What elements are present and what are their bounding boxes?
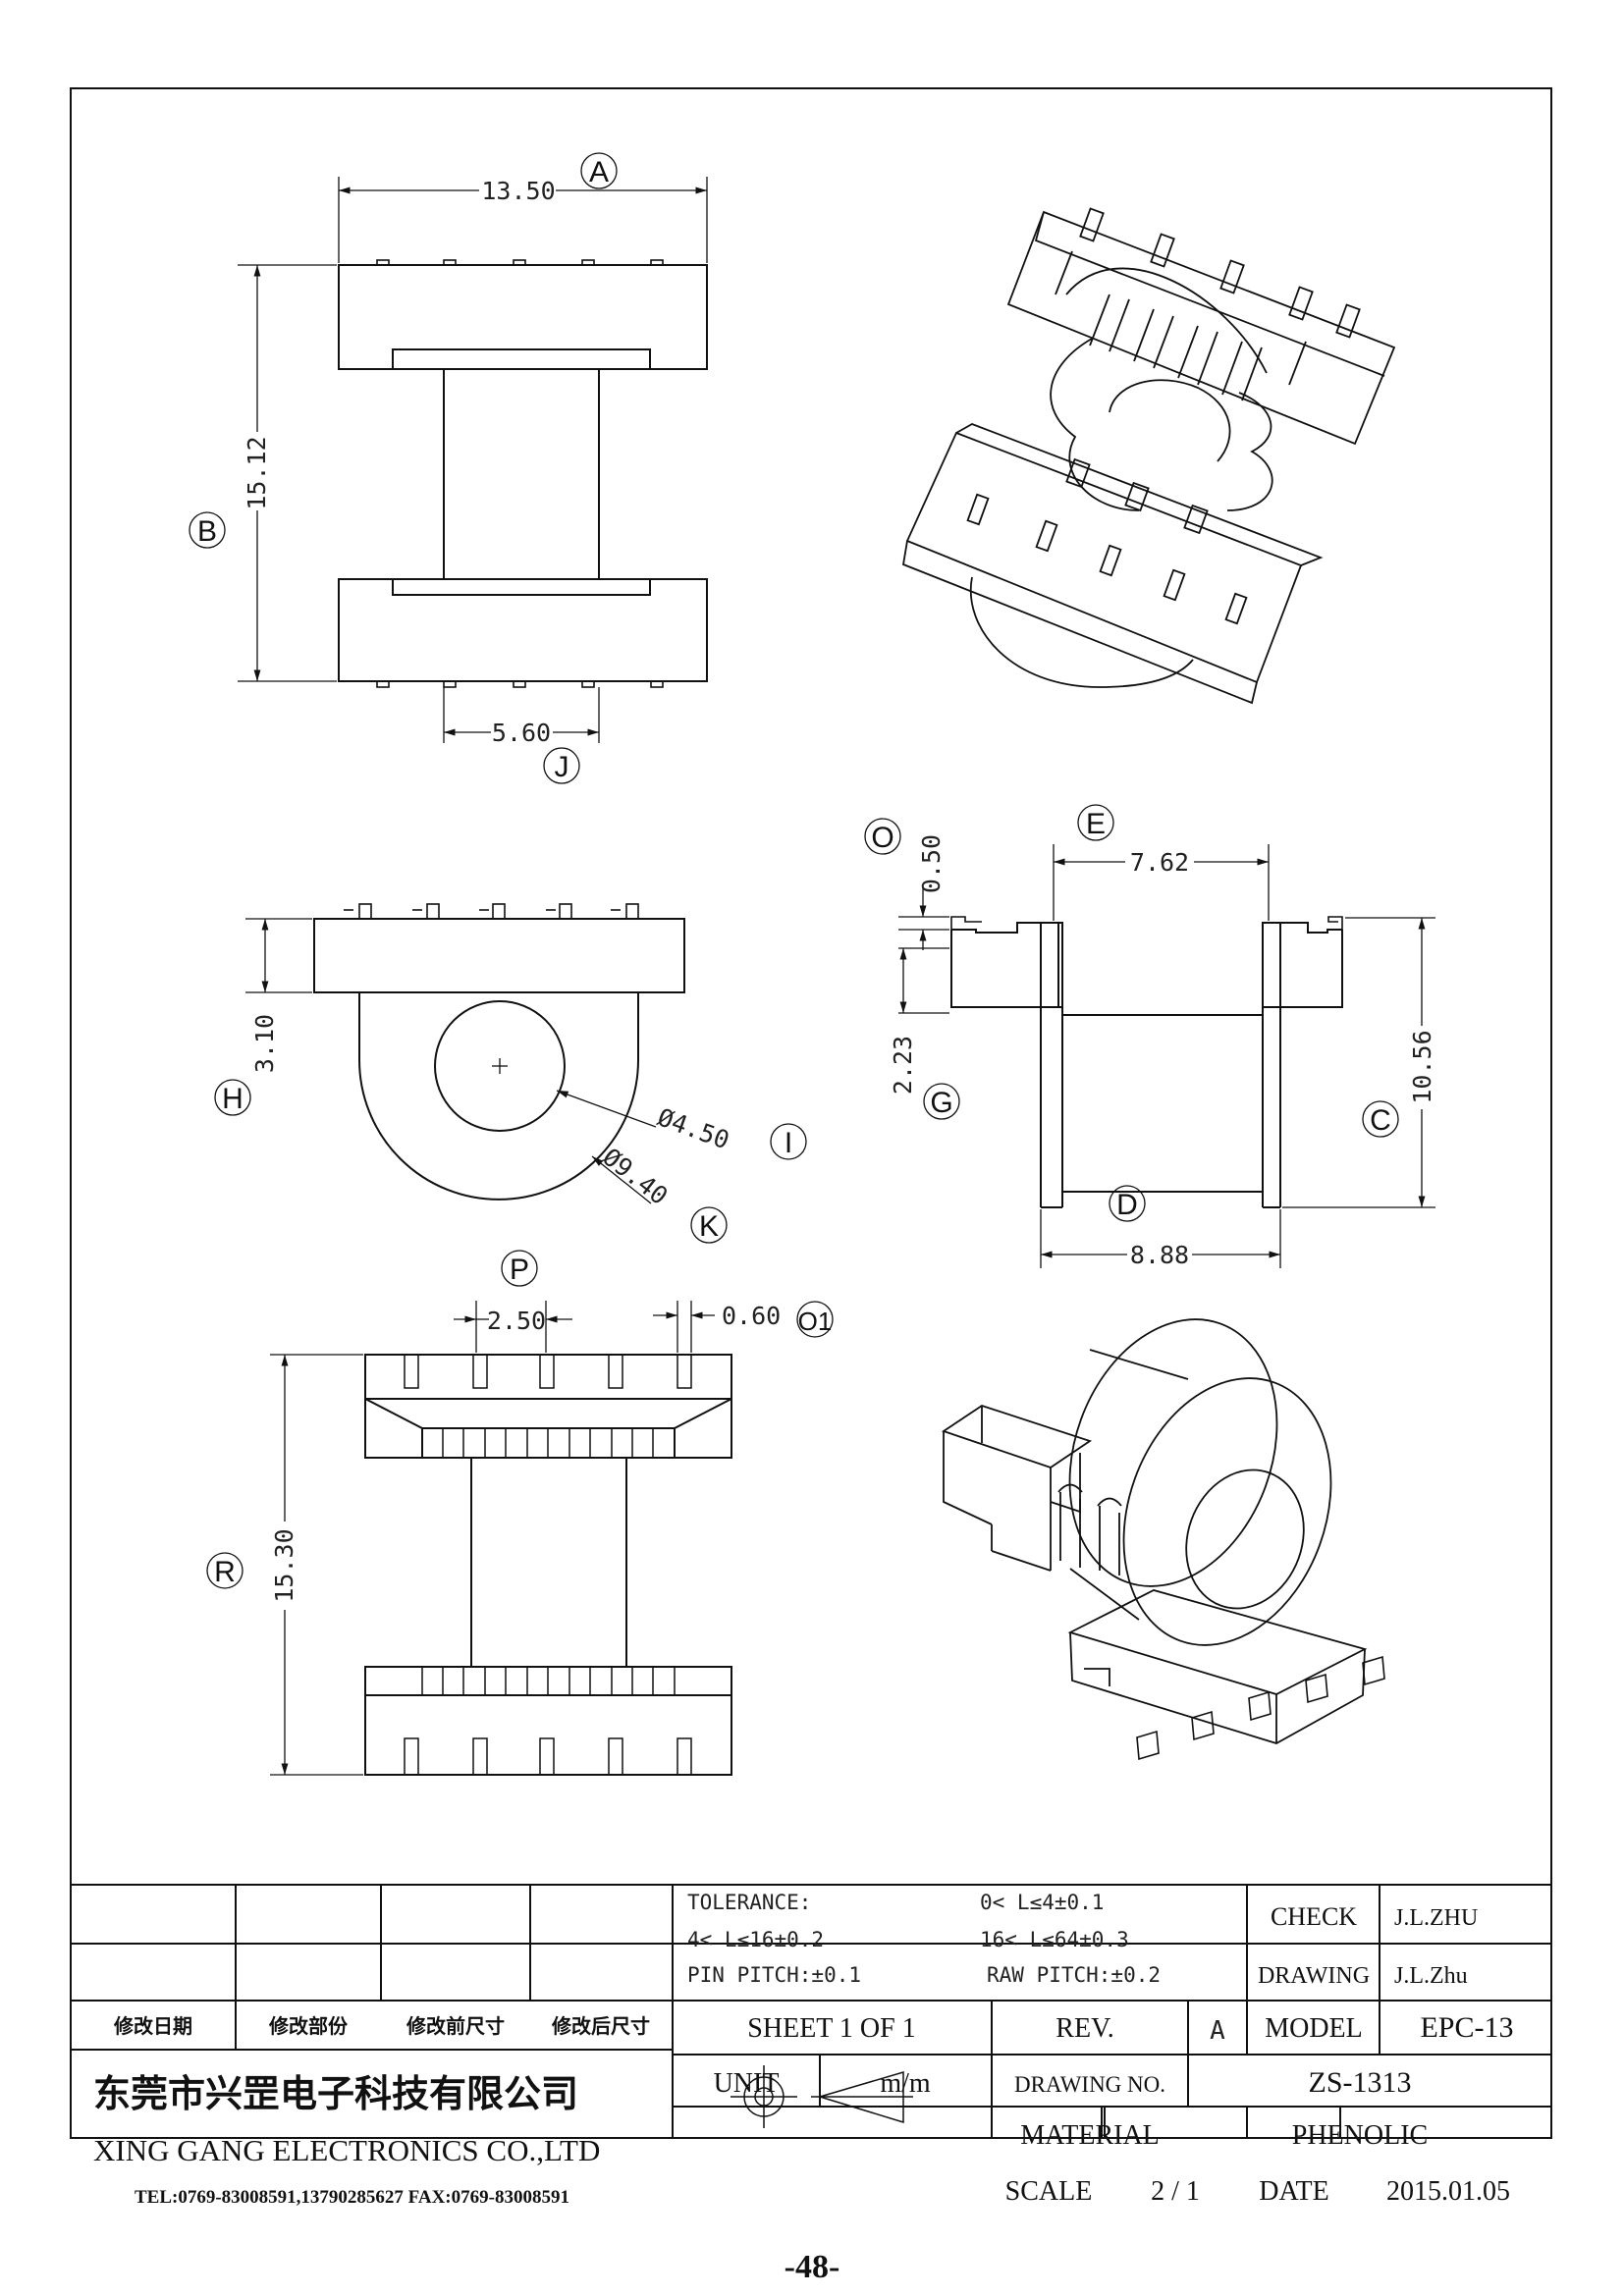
callout-p: P	[510, 1254, 529, 1286]
callout-j: J	[555, 751, 569, 783]
dim-value-c: 10.56	[1408, 1030, 1436, 1103]
rev-header-date: 修改日期	[113, 2014, 192, 2038]
model-label: MODEL	[1265, 2013, 1363, 2044]
bottom-view	[206, 1250, 834, 1776]
callout-o: O	[871, 822, 893, 854]
callout-g: G	[930, 1087, 952, 1119]
title-block-text: TOLERANCE: 0< L≤4±0.1 4< L≤16±0.2 16< L≤…	[93, 1891, 1514, 2208]
dim-value-o: 0.50	[917, 834, 946, 893]
isometric-view-bottom	[941, 1318, 1385, 1761]
scale-value: 2 / 1	[1151, 2176, 1200, 2207]
dim-value-g: 2.23	[889, 1036, 917, 1095]
rev-header-before: 修改前尺寸	[406, 2014, 505, 2038]
check-value: J.L.ZHU	[1394, 1905, 1478, 1931]
sheet-label: SHEET 1 OF 1	[747, 2013, 915, 2044]
dim-value-o1: 0.60	[722, 1302, 781, 1330]
tolerance-label: TOLERANCE:	[687, 1891, 811, 1914]
callout-h: H	[222, 1083, 244, 1115]
callout-c: C	[1370, 1104, 1391, 1137]
company-tel: TEL:0769-83008591,13790285627 FAX:0769-8…	[135, 2187, 569, 2208]
callout-k: K	[699, 1210, 719, 1243]
title-block	[71, 1884, 1551, 2138]
unit-value: m/m	[880, 2068, 931, 2099]
dim-value-p: 2.50	[487, 1307, 546, 1335]
dim-value-r: 15.30	[270, 1528, 298, 1602]
material-value: PHENOLIC	[1292, 2120, 1428, 2151]
rev-header-part: 修改部份	[268, 2014, 349, 2038]
callout-r: R	[214, 1556, 236, 1588]
pin-pitch: PIN PITCH:±0.1	[687, 1963, 861, 1987]
front-view	[864, 804, 1435, 1268]
dim-value-d: 8.88	[1130, 1241, 1189, 1269]
rev-label: REV.	[1056, 2013, 1113, 2044]
page-number: -48-	[785, 2249, 840, 2285]
unit-label: UNIT	[714, 2068, 780, 2099]
side-view	[214, 903, 807, 1244]
drawing-no-label: DRAWING NO.	[1014, 2072, 1165, 2097]
drawing-label: DRAWING	[1258, 1963, 1370, 1989]
dim-value-i: Ø4.50	[654, 1102, 733, 1154]
check-label: CHECK	[1271, 1902, 1357, 1931]
dim-value-k: Ø9.40	[597, 1143, 673, 1210]
date-value: 2015.01.05	[1386, 2176, 1510, 2207]
raw-pitch: RAW PITCH:±0.2	[987, 1963, 1161, 1987]
callout-b: B	[197, 515, 217, 548]
callout-d: D	[1116, 1189, 1138, 1221]
company-name-cn: 东莞市兴罡电子科技有限公司	[93, 2071, 578, 2115]
model-value: EPC-13	[1420, 2011, 1513, 2044]
projection-symbol-icon	[731, 2065, 913, 2128]
rev-value: A	[1210, 2016, 1225, 2046]
drawing-no-value: ZS-1313	[1309, 2066, 1412, 2099]
dimension-labels: A 13.50 B 15.12 J 5.60 H 3.10 I Ø4.50 K …	[197, 156, 1436, 1603]
isometric-view-top	[901, 207, 1396, 705]
tolerance-range-2: 4< L≤16±0.2	[687, 1928, 824, 1951]
callout-i: I	[785, 1127, 792, 1159]
dim-value-h: 3.10	[250, 1014, 279, 1073]
tolerance-range-1: 0< L≤4±0.1	[980, 1891, 1104, 1914]
date-label: DATE	[1259, 2176, 1329, 2207]
dim-value-a: 13.50	[481, 177, 555, 205]
dim-value-e: 7.62	[1130, 848, 1189, 877]
callout-o1: O1	[798, 1307, 833, 1336]
callout-e: E	[1086, 808, 1106, 840]
drawing-frame	[70, 87, 1552, 2139]
rev-header-after: 修改后尺寸	[551, 2014, 650, 2038]
top-view	[189, 152, 708, 784]
callout-a: A	[589, 156, 609, 188]
company-name-en: XING GANG ELECTRONICS CO.,LTD	[93, 2133, 600, 2167]
dim-value-b: 15.12	[243, 436, 271, 509]
scale-label: SCALE	[1005, 2176, 1093, 2207]
tolerance-range-3: 16< L≤64±0.3	[980, 1928, 1129, 1951]
dim-value-j: 5.60	[492, 719, 551, 747]
drawing-value: J.L.Zhu	[1394, 1963, 1468, 1989]
material-label: MATERIAL	[1020, 2120, 1160, 2151]
